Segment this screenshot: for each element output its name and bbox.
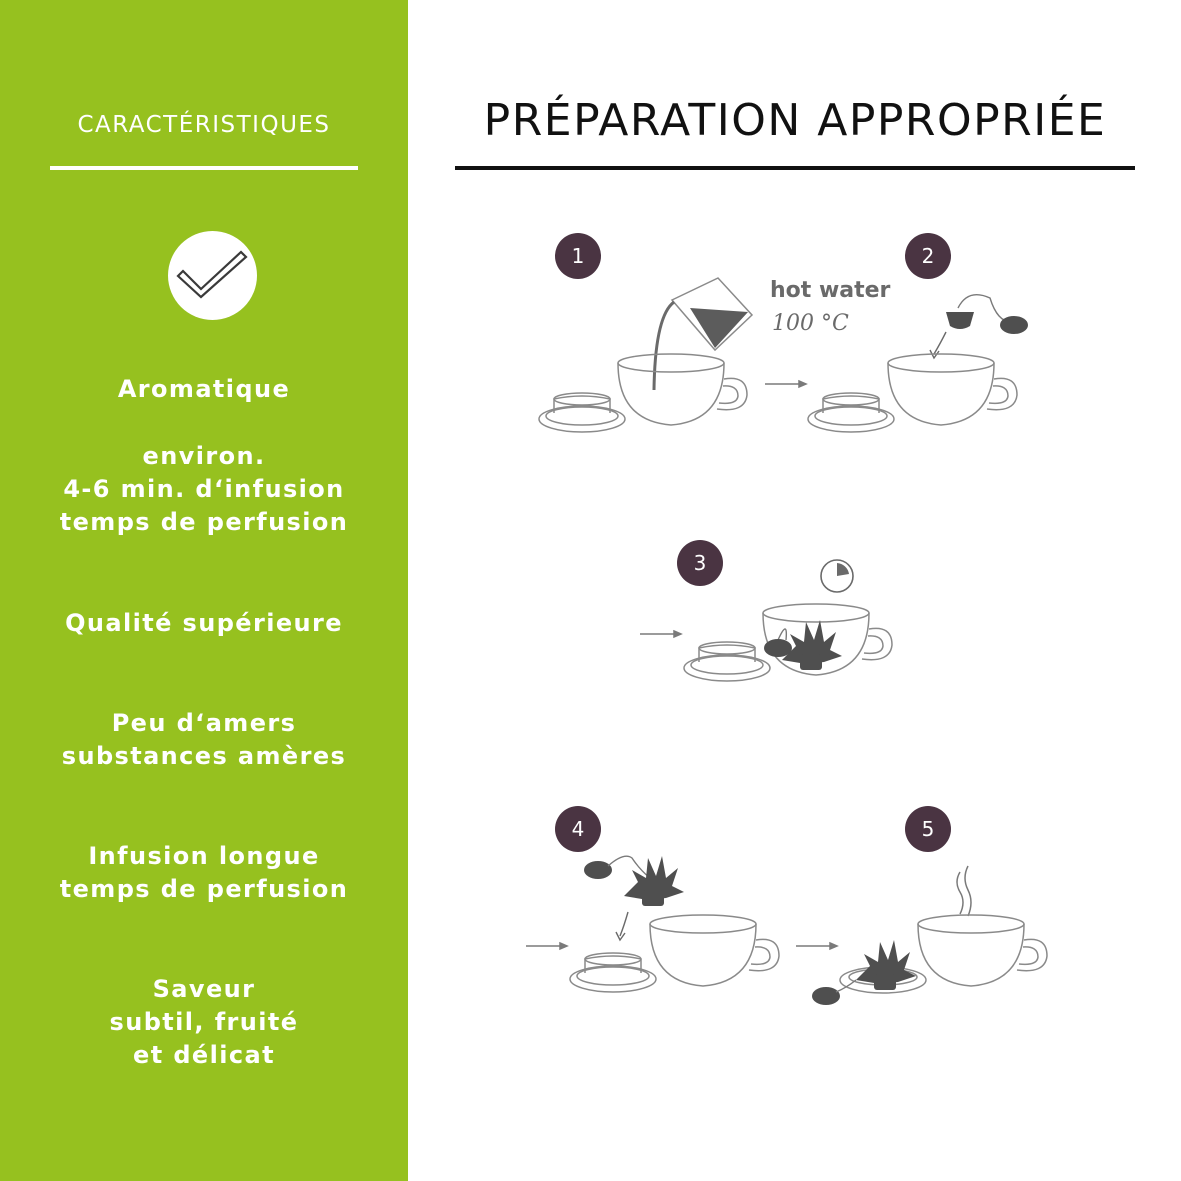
cup-icon xyxy=(649,914,780,987)
sidebar-divider xyxy=(50,166,358,170)
feature-quality: Qualité supérieure xyxy=(0,607,408,640)
hot-water-label: hot water xyxy=(770,278,891,303)
arrow-right-icon xyxy=(525,942,568,950)
feature-line: Qualité supérieure xyxy=(65,609,343,637)
step-number-badge: 4 xyxy=(555,806,601,852)
feature-infusion-time: environ. 4-6 min. d‘infusion temps de pe… xyxy=(0,440,408,539)
step-3: 3 xyxy=(639,540,893,682)
step-2: 2 xyxy=(807,233,1028,433)
tea-ball-icon xyxy=(929,294,1028,360)
timer-icon xyxy=(820,559,854,593)
feature-line: Peu d‘amers xyxy=(111,709,297,737)
step-number-badge: 2 xyxy=(905,233,951,279)
arrow-right-icon xyxy=(639,630,682,638)
arrow-right-icon xyxy=(795,942,838,950)
saucer-icon xyxy=(569,952,657,993)
step-5: 5 xyxy=(795,806,1048,1005)
feature-line: Infusion longue xyxy=(88,842,320,870)
feature-line: temps de perfusion xyxy=(59,508,349,536)
arrow-right-icon xyxy=(764,380,807,388)
feature-line: temps de perfusion xyxy=(59,875,349,903)
saucer-icon xyxy=(538,392,626,433)
feature-flavor: Saveur subtil, fruité et délicat xyxy=(0,973,408,1072)
step-number: 5 xyxy=(922,817,935,841)
feature-line: environ. xyxy=(142,442,266,470)
cup-icon xyxy=(617,353,748,426)
characteristics-sidebar: CARACTÉRISTIQUES Aromatique environ. 4-6… xyxy=(0,0,408,1181)
feature-line: subtil, fruité xyxy=(109,1008,299,1036)
removing-tea-icon xyxy=(584,855,684,942)
cup-icon xyxy=(917,914,1048,987)
feature-long-infusion: Infusion longue temps de perfusion xyxy=(0,840,408,906)
step-number: 4 xyxy=(572,817,585,841)
pitcher-icon xyxy=(652,277,754,391)
feature-line: Saveur xyxy=(152,975,256,1003)
saucer-icon xyxy=(807,392,895,433)
saucer-icon xyxy=(683,641,771,682)
cup-icon xyxy=(887,353,1018,426)
saucer-with-tea-icon xyxy=(812,940,927,1005)
step-number: 3 xyxy=(694,551,707,575)
step-4: 4 xyxy=(525,806,780,993)
feature-line: Aromatique xyxy=(117,375,291,403)
page-title: PRÉPARATION APPROPRIÉE xyxy=(483,95,1107,146)
feature-bitterness: Peu d‘amers substances amères xyxy=(0,707,408,773)
title-divider xyxy=(455,166,1135,170)
blooming-tea-icon xyxy=(764,620,842,670)
feature-aroma: Aromatique xyxy=(0,373,408,406)
sidebar-heading: CARACTÉRISTIQUES xyxy=(77,112,331,138)
step-number-badge: 3 xyxy=(677,540,723,586)
steam-icon xyxy=(956,865,972,917)
temperature-label: 100 °C xyxy=(772,311,849,336)
step-number: 2 xyxy=(922,244,935,268)
step-number-badge: 5 xyxy=(905,806,951,852)
feature-line: et délicat xyxy=(133,1041,275,1069)
feature-line: 4-6 min. d‘infusion xyxy=(63,475,345,503)
step-number-badge: 1 xyxy=(555,233,601,279)
step-1: 1 hot water 100 °C xyxy=(538,233,891,433)
preparation-steps-illustration: 1 hot water 100 °C 2 3 xyxy=(525,233,1048,1005)
checkmark-icon xyxy=(168,231,257,320)
step-number: 1 xyxy=(572,244,585,268)
feature-line: substances amères xyxy=(61,742,347,770)
